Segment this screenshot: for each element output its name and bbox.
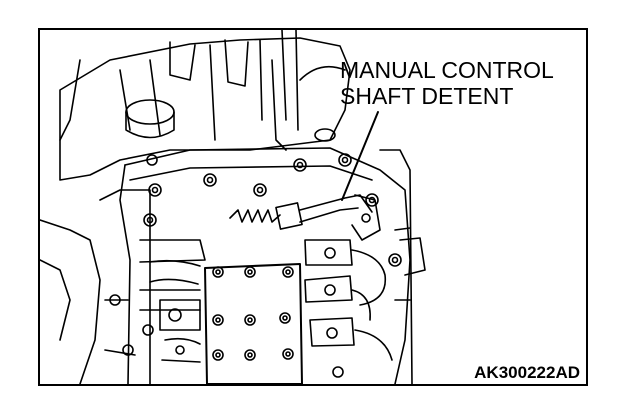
left-casing bbox=[40, 189, 151, 384]
callout-leader bbox=[341, 111, 379, 201]
upper-housing bbox=[59, 30, 351, 181]
figure-code: AK300222AD bbox=[474, 363, 580, 382]
callout-line-2: SHAFT DETENT bbox=[340, 83, 514, 109]
callout-label: MANUAL CONTROL SHAFT DETENT bbox=[340, 57, 554, 109]
left-solenoids bbox=[149, 259, 201, 363]
right-solenoids bbox=[304, 239, 393, 378]
right-casing bbox=[379, 149, 426, 384]
detent-spring bbox=[229, 194, 381, 241]
center-cover-plate bbox=[204, 263, 303, 384]
callout-line-1: MANUAL CONTROL bbox=[340, 57, 554, 83]
valve-body-plate bbox=[119, 147, 411, 384]
